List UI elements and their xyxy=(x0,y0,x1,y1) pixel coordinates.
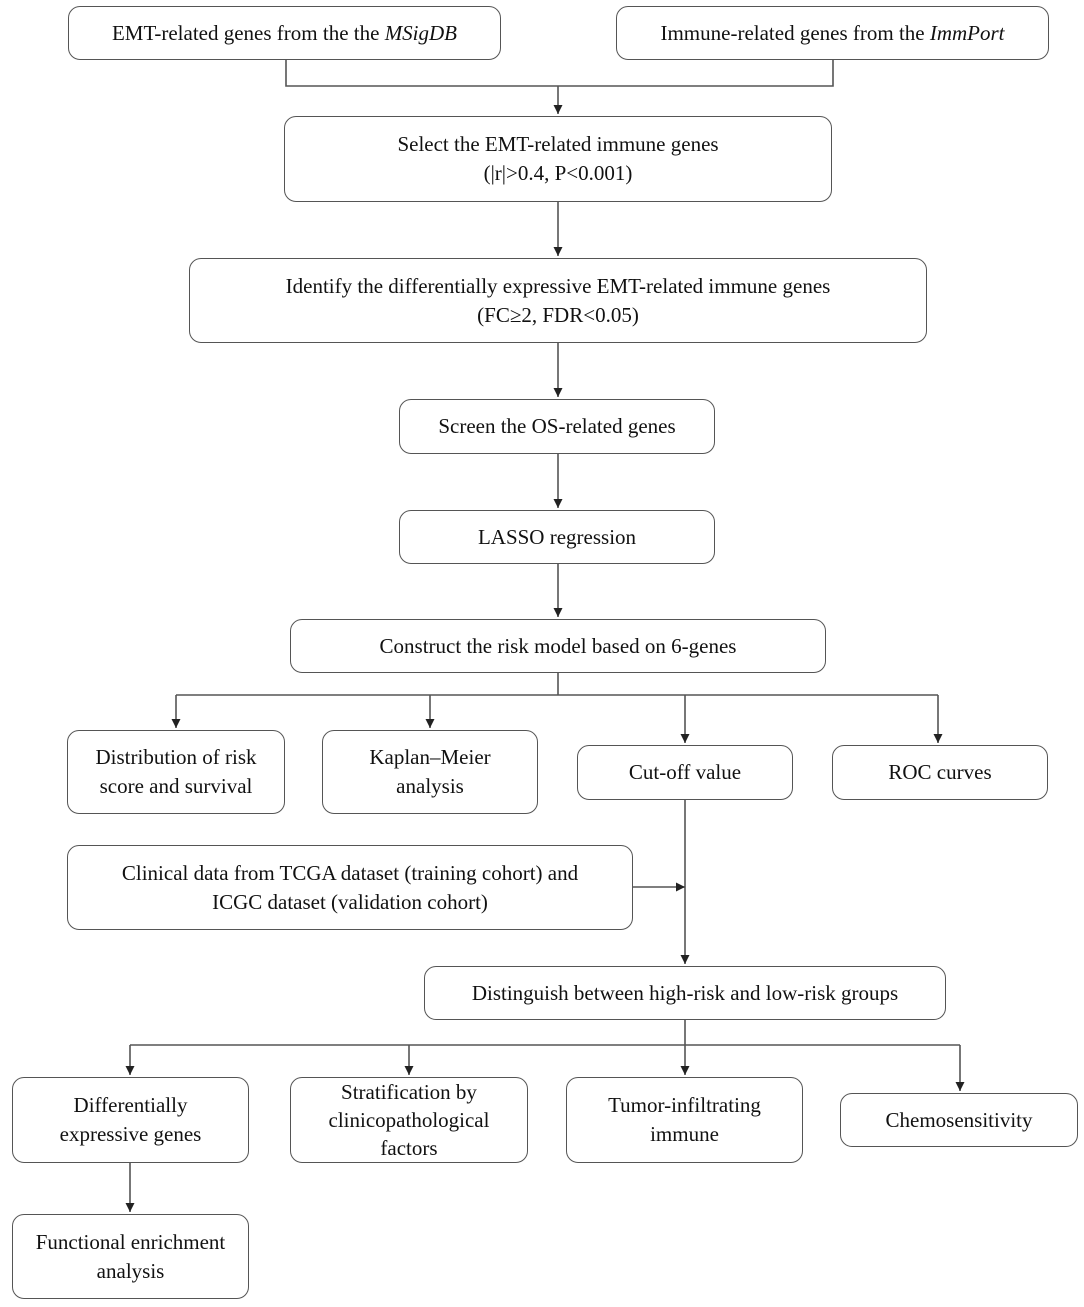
stratification-line1: Stratification by xyxy=(341,1080,477,1104)
roc-curves-box: ROC curves xyxy=(832,745,1048,800)
distribution-line1: Distribution of risk xyxy=(95,745,257,769)
msigdb-source-name: MSigDB xyxy=(384,20,458,45)
immport-source-box: Immune-related genes from the ImmPort xyxy=(616,6,1049,60)
functional-line2: analysis xyxy=(96,1258,165,1283)
cutoff-line1: Cut-off value xyxy=(628,760,742,784)
lasso-line1: LASSO regression xyxy=(477,524,637,549)
functional-line1: Functional enrichment xyxy=(35,1229,226,1254)
tumor-line2: immune xyxy=(650,1122,719,1146)
roc-line1: ROC curves xyxy=(888,760,992,784)
kaplan-meier-box: Kaplan–Meier analysis xyxy=(322,730,538,814)
clinical-line1: Clinical data from TCGA dataset (trainin… xyxy=(121,860,579,885)
screen-os-genes-box: Screen the OS-related genes xyxy=(399,399,715,454)
construct-line1: Construct the risk model based on 6-gene… xyxy=(379,633,737,658)
tumor-line1: Tumor-infiltrating xyxy=(608,1093,761,1117)
cutoff-value-box: Cut-off value xyxy=(577,745,793,800)
select-emt-immune-genes-box: Select the EMT-related immune genes (|r|… xyxy=(284,116,832,202)
distribution-risk-score-box: Distribution of risk score and survival xyxy=(67,730,285,814)
identify-deg-box: Identify the differentially expressive E… xyxy=(189,258,927,343)
chemo-line1: Chemosensitivity xyxy=(885,1107,1033,1132)
msigdb-source-box: EMT-related genes from the the MSigDB xyxy=(68,6,501,60)
immport-source-name: ImmPort xyxy=(929,20,1005,45)
identify-line2: (FC≥2, FDR<0.05) xyxy=(477,302,639,327)
deg-line1: Differentially xyxy=(73,1093,188,1117)
distinguish-line1: Distinguish between high-risk and low-ri… xyxy=(471,980,899,1005)
tumor-infiltrating-immune-box: Tumor-infiltrating immune xyxy=(566,1077,803,1163)
deg-line2: expressive genes xyxy=(59,1122,202,1146)
identify-line1: Identify the differentially expressive E… xyxy=(285,273,831,298)
screen-line1: Screen the OS-related genes xyxy=(438,414,676,438)
merge-connector xyxy=(285,60,834,87)
kaplan-line1: Kaplan–Meier xyxy=(369,745,491,769)
clinical-data-box: Clinical data from TCGA dataset (trainin… xyxy=(67,845,633,930)
differentially-expressive-genes-box: Differentially expressive genes xyxy=(12,1077,249,1163)
functional-enrichment-box: Functional enrichment analysis xyxy=(12,1214,249,1299)
stratification-box: Stratification by clinicopathological fa… xyxy=(290,1077,528,1163)
construct-risk-model-box: Construct the risk model based on 6-gene… xyxy=(290,619,826,673)
chemosensitivity-box: Chemosensitivity xyxy=(840,1093,1078,1147)
clinical-line2: ICGC dataset (validation cohort) xyxy=(212,889,488,914)
distribution-line2: score and survival xyxy=(99,774,253,798)
msigdb-label: EMT-related genes from the the xyxy=(111,20,385,45)
stratification-line2: clinicopathological xyxy=(328,1108,490,1132)
kaplan-line2: analysis xyxy=(396,774,464,798)
immport-label: Immune-related genes from the xyxy=(660,20,930,45)
select-line1: Select the EMT-related immune genes xyxy=(397,132,719,156)
select-line2: (|r|>0.4, P<0.001) xyxy=(483,161,633,185)
distinguish-risk-groups-box: Distinguish between high-risk and low-ri… xyxy=(424,966,946,1020)
stratification-line3: factors xyxy=(380,1136,438,1160)
lasso-regression-box: LASSO regression xyxy=(399,510,715,564)
